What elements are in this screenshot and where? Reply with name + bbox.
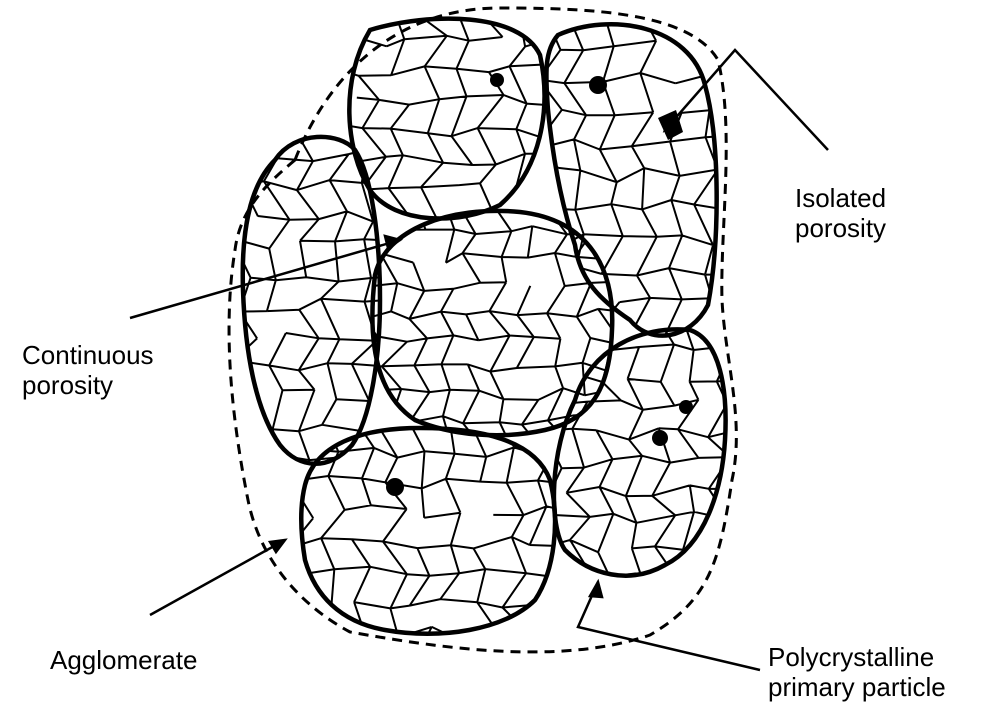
grain-boundary-lines [539,317,788,636]
grain-boundaries [539,317,788,636]
primary-particle-label-line2: primary particle [768,672,946,702]
isolated-porosity-label: Isolated porosity [795,183,886,243]
primary-particle-label-line1: Polycrystalline [768,642,946,672]
isolated-pore [652,430,668,446]
continuous-porosity-label-line1: Continuous [22,340,154,370]
isolated-pore [589,76,607,94]
primary-particle-leader [578,582,760,670]
isolated-pore [386,478,404,496]
isolated-porosity-label-line1: Isolated [795,183,886,213]
continuous-porosity-label-line2: porosity [22,370,154,400]
isolated-pore [490,73,504,87]
agglomerate-leader [150,540,285,615]
isolated-porosity-label-line2: porosity [795,213,886,243]
agglomerate-label: Agglomerate [50,645,197,675]
continuous-porosity-label: Continuous porosity [22,340,154,400]
primary-particle-arrowhead [590,582,602,597]
grain-network [232,4,788,697]
isolated-pore [679,400,693,414]
agglomerate-arrowhead [270,540,285,552]
isolated-porosity-leader [665,50,828,150]
primary-particle-label: Polycrystalline primary particle [768,642,946,702]
